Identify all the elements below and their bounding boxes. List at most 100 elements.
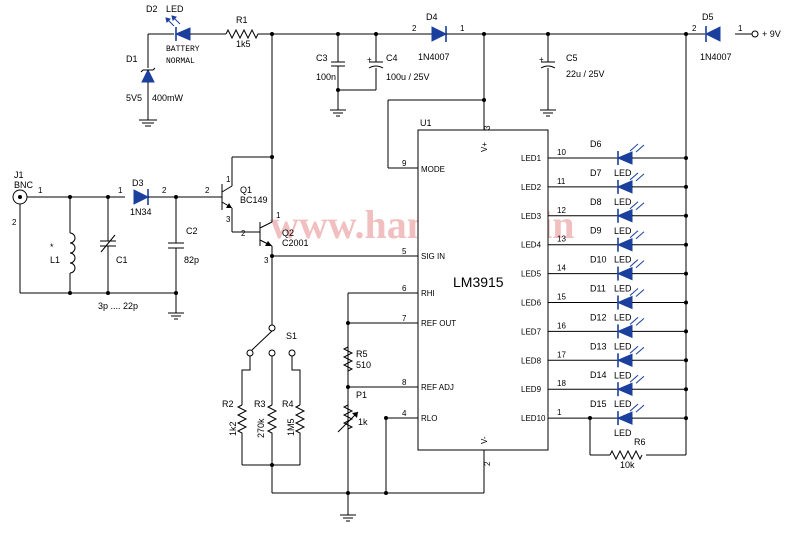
svg-text:2: 2 xyxy=(12,218,17,227)
svg-text:1: 1 xyxy=(38,186,43,195)
svg-text:1: 1 xyxy=(226,175,231,184)
d2-note2: NORMAL xyxy=(166,57,195,66)
p1-value: 1k xyxy=(358,417,368,427)
led-pin-number: 13 xyxy=(557,235,566,244)
c3-c4-decoupling: + C3 100n C4 100u / 25V xyxy=(270,32,430,117)
d2-note1: BATTERY xyxy=(166,45,200,54)
led-pin-number: 16 xyxy=(557,321,566,330)
ground-return xyxy=(272,491,484,522)
supply-rail: + 9V xyxy=(272,29,781,39)
svg-text:8: 8 xyxy=(402,378,407,387)
q2-ref: Q2 xyxy=(282,228,294,238)
s1-ref: S1 xyxy=(286,331,297,341)
r4-ref: R4 xyxy=(282,399,294,409)
led-ref: D12 xyxy=(590,312,607,322)
led-pin-label: LED2 xyxy=(521,183,542,192)
led-label: LED xyxy=(614,341,632,351)
svg-text:MODE: MODE xyxy=(421,165,445,174)
led-pin-label: LED8 xyxy=(521,356,542,365)
led-label: LED xyxy=(614,313,632,323)
transistor-stage: 2 1 3 Q1 BC149 2 1 3 Q2 C2001 xyxy=(205,34,418,325)
led-pin-number: 12 xyxy=(557,206,566,215)
led-pin-number: 15 xyxy=(557,293,566,302)
q2-value: C2001 xyxy=(282,238,309,248)
c5-ref: C5 xyxy=(566,53,578,63)
c1-ref: C1 xyxy=(116,255,128,265)
d5-value: 1N4007 xyxy=(700,52,732,62)
led-pin-number: 11 xyxy=(557,177,566,186)
r1-ref: R1 xyxy=(236,15,248,25)
d2-ref: D2 xyxy=(146,4,158,14)
svg-text:6: 6 xyxy=(402,284,407,293)
svg-text:3: 3 xyxy=(226,215,231,224)
r1-value: 1k5 xyxy=(236,39,251,49)
u1-ref: U1 xyxy=(420,118,432,128)
svg-text:2: 2 xyxy=(162,186,167,195)
d2-value: LED xyxy=(166,4,184,14)
c3-ref: C3 xyxy=(316,53,328,63)
svg-text:1: 1 xyxy=(460,24,465,33)
r6-ref: R6 xyxy=(634,437,646,447)
led-pin-label: LED1 xyxy=(521,154,542,163)
svg-text:1: 1 xyxy=(118,186,123,195)
svg-text:2: 2 xyxy=(692,24,697,33)
svg-text:2: 2 xyxy=(412,24,417,33)
led-pin-number: 14 xyxy=(557,264,566,273)
lm3915-ic: U1 LM3915 3 V+ 2 V- MODE SIG IN RHI REF … xyxy=(387,98,549,493)
led-pin-label: LED4 xyxy=(521,241,542,250)
r5-value: 510 xyxy=(356,360,371,370)
led-pin-label: LED6 xyxy=(521,299,542,308)
r3-value: 270k xyxy=(256,418,266,438)
led-pin-label: LED9 xyxy=(521,385,542,394)
led-pin-label: LED3 xyxy=(521,212,542,221)
range-switch: S1 R2 R3 R4 1k2 270k 1M5 xyxy=(222,324,306,493)
svg-text:V-: V- xyxy=(480,436,489,444)
c3-value: 100n xyxy=(316,72,336,82)
led-pin-number: 17 xyxy=(557,350,566,359)
svg-text:1: 1 xyxy=(276,211,281,220)
svg-text:5: 5 xyxy=(402,247,407,256)
svg-text:V+: V+ xyxy=(480,142,489,152)
led-ref: D7 xyxy=(590,168,602,178)
r4-value: 1M5 xyxy=(286,418,296,436)
svg-text:3: 3 xyxy=(264,256,269,265)
led-label: LED xyxy=(614,428,632,438)
d1-value1: 5V5 xyxy=(126,93,142,103)
svg-text:REF OUT: REF OUT xyxy=(421,319,456,328)
led-pin-number: 10 xyxy=(557,148,566,157)
led-pin-label: LED5 xyxy=(521,270,542,279)
led-ref: D10 xyxy=(590,255,607,265)
d3-value: 1N34 xyxy=(130,207,152,217)
d4-diode: 2 1 D4 1N4007 xyxy=(408,12,486,100)
led-pin-number: 1 xyxy=(557,408,562,417)
r3-ref: R3 xyxy=(254,399,266,409)
svg-text:+: + xyxy=(539,55,544,64)
svg-text:3: 3 xyxy=(483,125,492,130)
led-ref: D11 xyxy=(590,284,606,294)
d5-ref: D5 xyxy=(702,12,714,22)
c1-value: 3p .... 22p xyxy=(98,301,138,311)
battery-indicator: D2 LED BATTERY NORMAL R1 1k5 D1 5V5 400m… xyxy=(126,4,272,127)
reference-network: R5 510 P1 1k xyxy=(337,292,418,493)
d3-ref: D3 xyxy=(132,178,144,188)
svg-text:RLO: RLO xyxy=(421,414,437,423)
svg-text:4: 4 xyxy=(402,409,407,418)
c5-capacitor: + C5 22u / 25V xyxy=(539,32,605,117)
d4-ref: D4 xyxy=(426,12,438,22)
svg-text:2: 2 xyxy=(205,186,210,195)
svg-text:SIG IN: SIG IN xyxy=(421,252,445,261)
led-label: LED xyxy=(614,399,632,409)
p1-ref: P1 xyxy=(356,390,367,400)
led-ref: D14 xyxy=(590,370,607,380)
led-pin-label: LED7 xyxy=(521,327,542,336)
j1-type: BNC xyxy=(14,180,34,190)
led-label: LED xyxy=(614,255,632,265)
svg-text:9: 9 xyxy=(402,159,407,168)
r2-ref: R2 xyxy=(222,399,234,409)
